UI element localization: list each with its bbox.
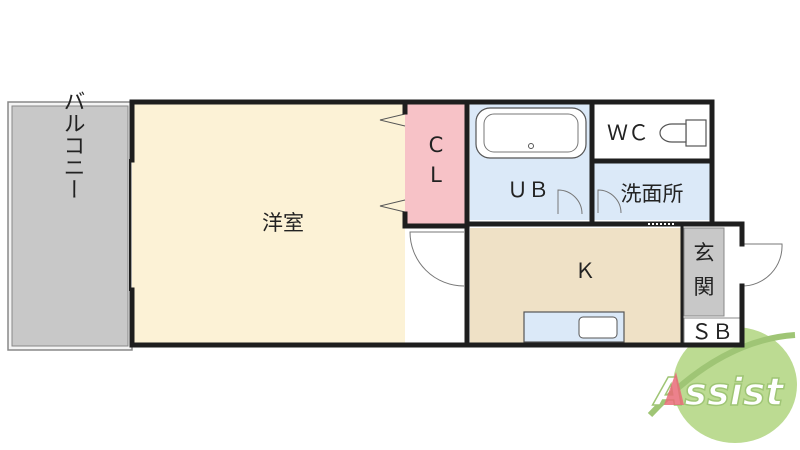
bathtub-drain [528,143,534,149]
bathtub-inner [483,113,579,153]
balcony: バルコニー [7,90,133,351]
shoe-box [683,317,741,346]
washroom-door-swing [597,189,622,214]
balcony-label: バルコニー [60,90,85,200]
toilet-label: ＷＣ [607,121,649,145]
logo-accent-mark [664,372,684,405]
assist-logo-watermark: Assist [647,327,797,443]
closet [405,102,467,226]
closet-door-marks [379,113,406,213]
toilet-fixture-icon [659,119,707,147]
logo-leaf-shape [673,327,797,443]
kitchen-sink [578,316,618,339]
front-door-swing [741,243,783,287]
entrance-label-bottom: 関 [694,275,715,299]
bathtub [475,107,587,159]
closet-label-top: C [429,133,444,157]
washroom [594,163,710,220]
walls [129,99,745,348]
entrance [683,227,725,317]
bath-door-swing [557,189,583,215]
entrance-label-top: 玄 [694,241,715,265]
western-room-door-swing [409,231,465,287]
western-room-label: 洋室 [262,211,304,235]
unit-bath-label: ＵＢ [507,178,549,202]
western-room [132,102,405,345]
closet-label-bottom: L [430,163,442,187]
kitchen-label: Ｋ [575,259,596,283]
shoe-box-label: ＳＢ [691,320,733,344]
washroom-label: 洗面所 [621,182,684,206]
balcony-floor [11,105,129,347]
